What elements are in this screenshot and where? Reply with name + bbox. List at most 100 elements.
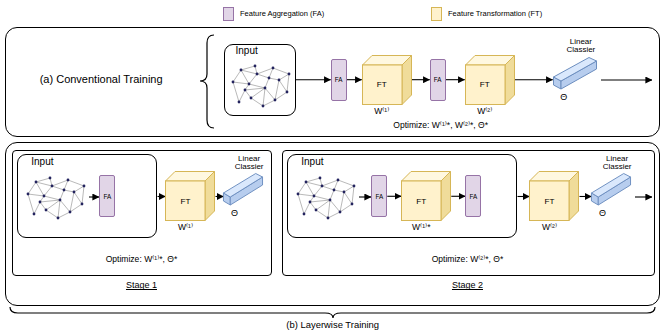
arrow-connector <box>296 79 331 80</box>
arrow-connector <box>515 79 553 80</box>
ft-label: FT <box>465 80 505 89</box>
text-slot: FT <box>165 197 205 206</box>
arrow-connector <box>387 196 401 197</box>
theta-label: Θ <box>224 208 244 218</box>
text-slot: W⁽¹⁾ <box>160 223 210 233</box>
cube-shape <box>401 171 451 221</box>
classifier-label: Linear Classier <box>596 155 638 172</box>
legend-swatch <box>223 7 234 21</box>
cube-shape <box>529 171 579 221</box>
input-arrow <box>89 196 99 197</box>
ft-label: FT <box>362 80 402 89</box>
text-slot: FT <box>465 80 505 89</box>
stage-label: Stage 2 <box>427 280 507 290</box>
text-slot: FA <box>331 76 347 83</box>
section-panel: InputFAFTW⁽¹⁾FAFTW⁽²⁾Linear ClassierΘ(a)… <box>5 27 660 137</box>
fa-label: FA <box>430 76 446 83</box>
weight-label: W⁽²⁾ <box>524 223 574 233</box>
text-slot: Linear Classier <box>228 155 270 172</box>
text-slot: Stage 2 <box>427 280 507 290</box>
classifier-label: Linear Classier <box>560 38 602 55</box>
cube-side <box>569 172 579 221</box>
aggregation-bar: FA <box>430 59 446 101</box>
aggregation-bar: FA <box>465 175 481 217</box>
text-slot: W⁽¹⁾* <box>396 223 446 233</box>
cube-side <box>402 55 412 104</box>
transform-cube: FTW⁽¹⁾ <box>165 171 215 221</box>
input-box: FAInput <box>17 154 157 238</box>
stage-box: FAInputFTW⁽¹⁾Linear ClassierΘOptimize: W… <box>12 150 272 276</box>
text-slot: Input <box>235 45 257 57</box>
arrow-connector <box>446 79 465 80</box>
curly-brace <box>200 35 214 128</box>
graph-illustration <box>297 177 356 220</box>
cube-front <box>465 65 505 105</box>
cube-shape <box>362 55 412 105</box>
classifier-face <box>592 174 631 198</box>
cube-shape <box>465 55 515 105</box>
classifier-shape <box>591 173 631 207</box>
legend-entry: Feature Transformation (FT) <box>431 7 542 21</box>
arrow-connector <box>215 196 223 197</box>
transform-cube: FTW⁽²⁾ <box>465 55 515 105</box>
text-slot: (a) Conventional Training <box>40 73 163 86</box>
arrow-connector <box>412 79 430 80</box>
arrow-connector <box>451 196 465 197</box>
text-slot: FA <box>430 76 446 83</box>
input-label: Input <box>301 156 323 168</box>
text-slot: Linear Classier <box>596 155 638 172</box>
cube-front <box>402 181 442 221</box>
aggregation-bar: FA <box>371 175 387 217</box>
text-slot: Θ <box>554 92 574 102</box>
graph-illustration <box>232 65 291 108</box>
legend-label: Feature Aggregation (FA) <box>240 10 324 19</box>
section-panel: FAInputFTW⁽¹⁾Linear ClassierΘOptimize: W… <box>5 142 660 306</box>
curly-brace <box>10 307 655 318</box>
legend-label: Feature Transformation (FT) <box>448 10 542 19</box>
cube-side <box>441 172 451 221</box>
transform-cube: FTW⁽²⁾ <box>529 171 579 221</box>
legend-entry: Feature Aggregation (FA) <box>223 7 324 21</box>
text-slot: (b) Layerwise Training <box>223 320 443 331</box>
text-slot: FA <box>465 193 481 200</box>
stage-label: Stage 1 <box>101 280 181 290</box>
ft-label: FT <box>165 197 205 206</box>
arrow-connector <box>579 196 591 197</box>
text-slot: W⁽¹⁾ <box>357 107 407 117</box>
aggregation-bar: FA <box>331 59 347 101</box>
text-slot: Input <box>301 156 323 168</box>
input-box: Input <box>224 44 296 116</box>
text-slot: FT <box>529 197 569 206</box>
classifier-face <box>553 57 596 81</box>
arrow-connector <box>157 196 165 197</box>
theta-label: Θ <box>592 208 612 218</box>
fa-label: FA <box>371 193 387 200</box>
cube-shape <box>165 171 215 221</box>
text-slot: Stage 1 <box>101 280 181 290</box>
fa-label: FA <box>331 76 347 83</box>
text-slot: W⁽²⁾ <box>524 223 574 233</box>
linear-classifier: Linear ClassierΘ <box>223 173 263 207</box>
text-slot: W⁽²⁾ <box>460 107 510 117</box>
panel-title: (b) Layerwise Training <box>223 320 443 331</box>
input-label: Input <box>235 45 257 57</box>
cube-front <box>362 65 402 105</box>
cube-side <box>505 55 515 104</box>
text-slot: Optimize: W⁽¹⁾*, Θ* <box>31 255 251 265</box>
text-slot: Linear Classier <box>560 38 602 55</box>
weight-label: W⁽¹⁾ <box>357 107 407 117</box>
text-slot: Θ <box>224 208 244 218</box>
text-slot: Optimize: W⁽¹⁾*, W⁽²⁾*, Θ* <box>326 121 556 131</box>
theta-label: Θ <box>554 92 574 102</box>
stage-box: FAFTW⁽¹⁾*FAInputFTW⁽²⁾Linear ClassierΘOp… <box>282 150 655 276</box>
ft-label: FT <box>401 197 441 206</box>
transform-cube: FTW⁽¹⁾ <box>362 55 412 105</box>
text-slot: Input <box>31 156 53 168</box>
weight-label: W⁽²⁾ <box>460 107 510 117</box>
output-arrow <box>635 196 652 197</box>
optimize-note: Optimize: W⁽¹⁾*, W⁽²⁾*, Θ* <box>326 121 556 131</box>
optimize-note: Optimize: W⁽²⁾*, Θ* <box>357 255 577 265</box>
arrow-connector <box>347 79 362 80</box>
linear-classifier: Linear ClassierΘ <box>553 57 597 91</box>
